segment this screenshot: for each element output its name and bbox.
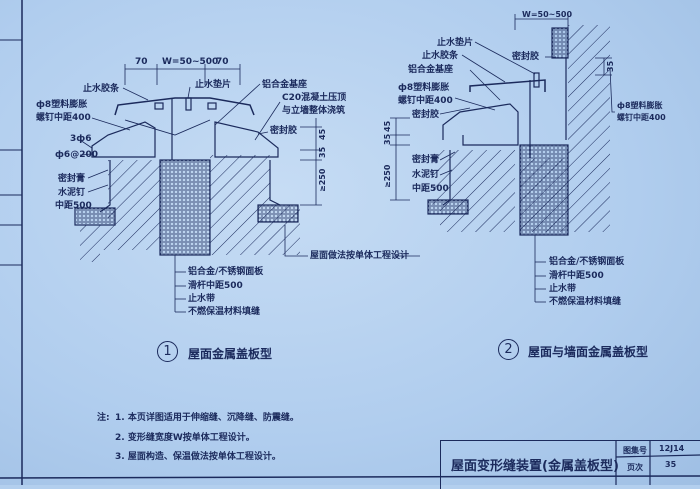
label-alu-base: 铝合金基座 (408, 65, 454, 75)
label-nail-spacing: 中距500 (412, 184, 449, 194)
note-item: 2. 变形缝宽度W按单体工程设计。 (115, 433, 255, 443)
label-sealing-paste: 密封膏 (58, 174, 86, 184)
label-roof-note: 屋面做法按单体工程设计 (310, 251, 410, 261)
detail1-title: 屋面金属盖板型 (188, 347, 273, 361)
title-block: 屋面变形缝装置(金属盖板型) 图集号 12J14 页次 35 (440, 440, 700, 489)
detail2-drawing (390, 14, 615, 303)
note-item: 3. 屋面构造、保温做法按单体工程设计。 (115, 452, 281, 462)
label-anchor: ф8塑料膨胀 (36, 100, 88, 110)
label-anchor-2: 螺钉中距400 (398, 96, 453, 106)
dim-250: ≥250 (318, 168, 327, 192)
detail2-number: 2 (498, 339, 519, 360)
label-anchor-2: 螺钉中距400 (36, 113, 91, 123)
label-waterstop-gasket: 止水垫片 (195, 80, 232, 90)
atlas-value: 12J14 (659, 444, 685, 453)
label-panel: 铝合金/不锈钢面板 (549, 257, 625, 267)
dim-35-top: 35 (606, 60, 615, 72)
detail2-title: 屋面与墙面金属盖板型 (528, 345, 649, 359)
dim-45: 45 (383, 120, 392, 132)
label-anchor-wall: ф8塑料膨胀 (617, 101, 663, 110)
label-rebar: 3ф6 (70, 134, 92, 144)
dim-45: 45 (318, 128, 327, 140)
label-waterstop-band: 止水带 (549, 284, 577, 294)
notes-prefix: 注: (97, 413, 110, 423)
label-waterstop-strip: 止水胶条 (83, 84, 120, 94)
label-c20-cap: C20混凝土压顶 (282, 93, 347, 103)
label-panel: 铝合金/不锈钢面板 (188, 267, 264, 277)
label-sealant: 密封胶 (412, 110, 440, 120)
label-waterstop-strip: 止水胶条 (422, 51, 459, 61)
label-filler: 不燃保温材料填缝 (549, 297, 622, 307)
note-item: 1. 本页详图适用于伸缩缝、沉降缝、防震缝。 (115, 413, 299, 423)
atlas-label: 图集号 (623, 446, 647, 455)
page-value: 35 (665, 460, 677, 469)
label-nail-spacing: 中距500 (55, 201, 92, 211)
dim-side-right: 70 (216, 57, 229, 67)
title-block-title: 屋面变形缝装置(金属盖板型) (451, 459, 619, 474)
page-label: 页次 (627, 463, 643, 472)
detail1-number: 1 (157, 341, 178, 362)
dim-250: ≥250 (383, 164, 392, 188)
label-nail: 水泥钉 (58, 188, 86, 198)
dim-side-left: 70 (135, 57, 148, 67)
label-sealant-wall: 密封胶 (512, 52, 540, 62)
label-alu-base: 铝合金基座 (262, 80, 308, 90)
label-anchor-wall-2: 螺钉中距400 (617, 113, 666, 122)
dim-width: W=50~500 (522, 10, 573, 19)
label-slide-rod: 滑杆中距500 (188, 281, 243, 291)
label-c20-cap-2: 与立墙整体浇筑 (282, 106, 346, 116)
dim-35: 35 (383, 133, 392, 145)
dim-width: W=50~500 (162, 57, 219, 67)
label-rebar-spacing: ф6@200 (55, 150, 98, 160)
label-sealing-paste: 密封膏 (412, 155, 440, 165)
label-slide-rod: 滑杆中距500 (549, 271, 604, 281)
title-block-lines (615, 440, 700, 485)
label-sealant: 密封胶 (270, 126, 298, 136)
label-nail: 水泥钉 (412, 170, 440, 180)
dim-35: 35 (318, 146, 327, 158)
detail1-drawing (74, 64, 420, 313)
label-waterstop-gasket: 止水垫片 (437, 38, 474, 48)
label-anchor: ф8塑料膨胀 (398, 83, 450, 93)
label-filler: 不燃保温材料填缝 (188, 307, 261, 317)
label-waterstop-band: 止水带 (188, 294, 216, 304)
